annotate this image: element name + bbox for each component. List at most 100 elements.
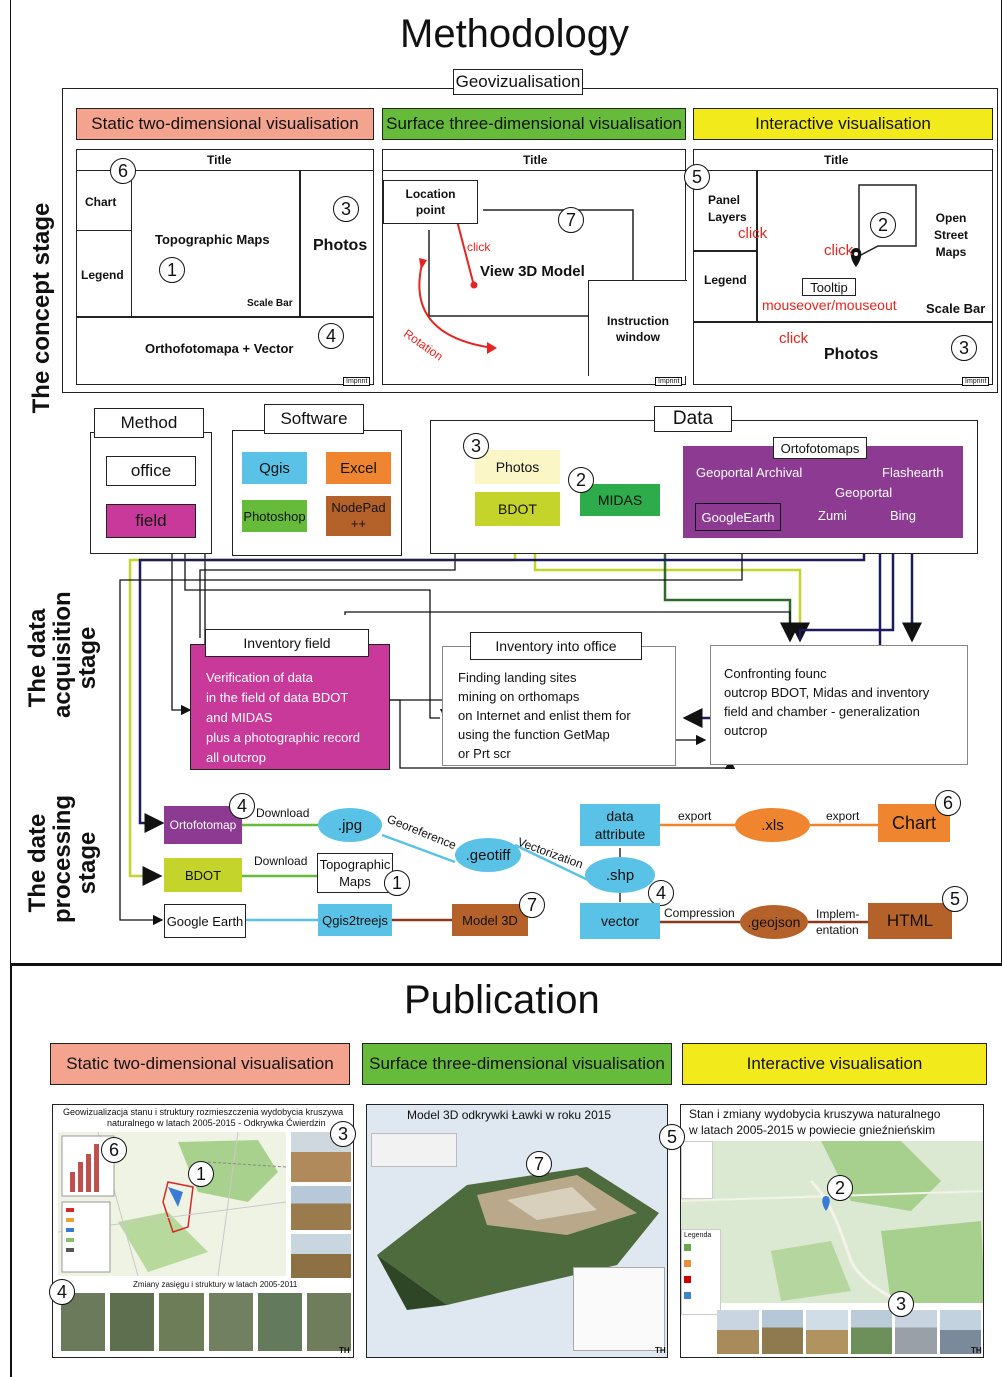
interactive-mouse: mouseover/mouseout [762,297,897,313]
surface-imprint: Imprint [655,377,683,386]
confront-box [710,645,968,765]
interactive-click3: click [779,330,809,347]
publication-left-rule [10,966,12,1377]
proc-n4a: 4 [229,793,255,819]
shot3-photo-strip [717,1310,981,1354]
interactive-n5: 5 [684,164,710,190]
static-panel: Title Chart Legend Topographic Maps Scal… [76,149,374,386]
surface-instruction: Instruction window [588,280,687,376]
static-legend: Legend [81,268,124,282]
proc-compression: Compression [664,906,735,920]
proc-jpg: .jpg [318,808,382,842]
confront-text: Confronting founc outcrop BDOT, Midas an… [724,666,930,738]
proc-n1: 1 [384,870,410,896]
pub-screenshot-static: Geowizualizacja stanu i struktury rozmie… [52,1104,354,1358]
proc-qgis2: Qgis2treejs [318,904,392,936]
proc-ortofotomap: Ortofotomap [164,806,242,844]
proc-download1: Download [256,806,310,820]
shot1-photo-3 [291,1234,351,1278]
vis-interactive-header: Interactive visualisation [693,108,993,140]
surface-title: Title [523,153,548,167]
interactive-n3: 3 [951,335,977,361]
static-chart: Chart [85,195,117,209]
pub-vis-interactive: Interactive visualisation [682,1043,987,1085]
inventory-field-title: Inventory field [205,629,369,657]
shot1-th: TH [339,1346,350,1355]
static-title: Title [207,153,232,167]
data-n2: 2 [568,467,594,493]
static-scale: Scale Bar [247,298,293,309]
data-geoportal: Geoportal [835,485,893,500]
interactive-tooltip: Tooltip [802,278,856,296]
shot2-info-panel [371,1133,457,1167]
vis-static-header: Static two-dimensional visualisation [76,108,374,140]
data-title: Data [654,406,732,432]
interactive-click2: click [824,242,854,259]
data-google: GoogleEarth [695,503,781,531]
interactive-n2: 2 [870,212,896,238]
shot1-n6: 6 [101,1137,127,1163]
static-maps: Topographic Maps [155,232,270,247]
interactive-imprint: Imprint [962,377,990,386]
software-notepad: NodePad ++ [326,496,391,536]
inventory-office-title: Inventory into office [470,632,642,660]
proc-n7: 7 [519,892,545,918]
software-excel: Excel [326,452,391,484]
static-n1: 1 [159,257,185,283]
proc-n4b: 4 [648,880,674,906]
proc-impl: Implem- entation [816,907,860,937]
proc-shp: .shp [585,857,655,893]
interactive-panel: Title Panel Layers click Legend click Op… [693,149,993,386]
publication-title: Publication [404,978,600,1022]
method-title: Method [94,408,204,438]
shot2-th: TH [655,1346,666,1355]
pub-vis-surface: Surface three-dimensional visualisation [362,1043,672,1085]
surface-panel: Title Location point click View 3D Model… [382,149,687,386]
shot1-strip [61,1293,352,1351]
shot1-subtitle: Zmiany zasięgu i struktury w latach 2005… [133,1280,298,1289]
interactive-osm: Open Street Maps [934,211,969,259]
shot3-th: TH [971,1346,982,1355]
method-field: field [106,504,196,538]
shot1-n1: 1 [188,1161,214,1187]
pub-screenshot-surface: Model 3D odkrywki Ławki w roku 2015 TH [366,1104,668,1358]
processing-connectors [220,823,878,924]
software-photoshop: Photoshop [242,500,307,532]
methodology-title: Methodology [400,12,630,56]
shot3-years-panel [681,1141,713,1199]
shot1-title-2: naturalnego w latach 2005-2015 - Odkrywk… [107,1118,326,1128]
surface-model: View 3D Model [480,263,585,280]
shot2-n7: 7 [526,1151,552,1177]
data-n3: 3 [463,433,489,459]
proc-export1: export [678,809,712,823]
pub-vis-static: Static two-dimensional visualisation [50,1043,350,1085]
shot1-map [57,1131,287,1277]
proc-model: Model 3D [452,904,528,936]
shot2-attribute-table [573,1267,665,1351]
proc-html: HTML [868,903,952,939]
shot3-legend: Legenda [684,1232,712,1239]
software-title: Software [264,404,364,434]
proc-attribute: data attribute [580,804,660,846]
software-qgis: Qgis [242,452,307,484]
shot1-n4: 4 [49,1279,75,1305]
shot1-title-1: Geowizualizacja stanu i struktury rozmie… [63,1107,344,1117]
static-n3: 3 [333,196,359,222]
shot1-n3: 3 [330,1121,356,1147]
proc-google: Google Earth [164,904,246,938]
proc-geojson: .geojson [740,905,808,939]
data-photos: Photos [475,450,560,484]
inventory-field-text: Verification of data in the field of dat… [206,670,360,765]
shot3-n2: 2 [827,1175,853,1201]
static-n6: 6 [110,158,136,184]
data-geo-arch: Geoportal Archival [696,465,803,480]
data-midas: MIDAS [580,484,660,516]
data-bing: Bing [890,508,917,523]
proc-geotiff: .geotiff [455,838,521,872]
shot2-title: Model 3D odkrywki Ławki w roku 2015 [407,1108,612,1122]
shot3-n3: 3 [888,1291,914,1317]
surface-click: click [467,240,491,254]
interactive-legend: Legend [704,273,747,287]
interactive-photos: Photos [824,346,879,363]
static-photos: Photos [313,237,368,254]
